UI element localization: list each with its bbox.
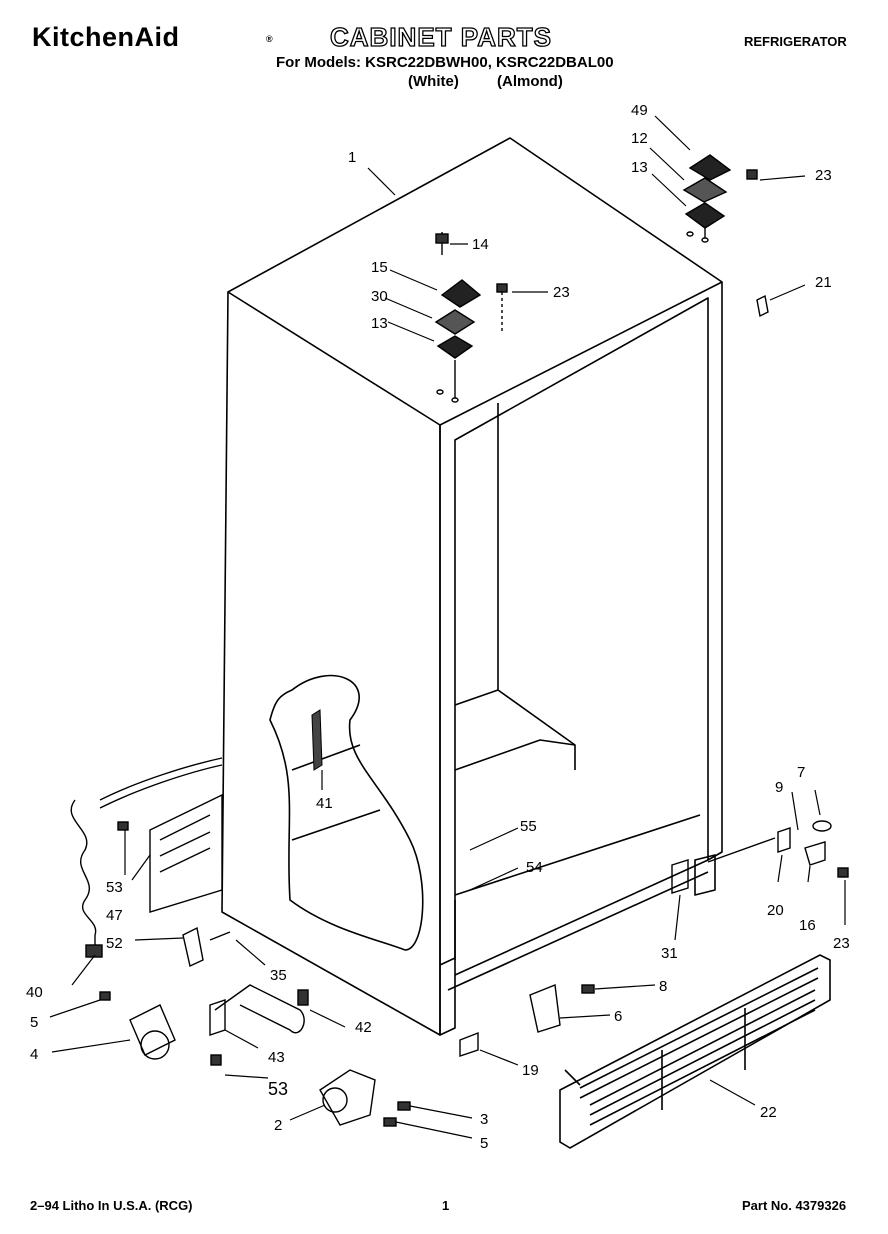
callout-2: 2 xyxy=(274,1117,282,1134)
callout-5-bottom: 5 xyxy=(480,1135,488,1152)
upper-hinge-right xyxy=(682,154,769,318)
callout-19: 19 xyxy=(522,1062,539,1079)
print-info: 2–94 Litho In U.S.A. (RCG) xyxy=(30,1198,193,1213)
callout-53-left: 53 xyxy=(106,879,123,896)
callout-41: 41 xyxy=(316,795,333,812)
callout-53-bottom: 53 xyxy=(268,1079,288,1099)
drain-tube xyxy=(311,709,323,771)
cabinet-interior xyxy=(454,403,499,706)
finish-almond: (Almond) xyxy=(497,73,563,90)
callout-20: 20 xyxy=(767,902,784,919)
callout-35: 35 xyxy=(270,967,287,984)
callout-23-right: 23 xyxy=(815,167,832,184)
callout-14: 14 xyxy=(472,236,489,253)
callout-13-left: 13 xyxy=(371,315,388,332)
brand-logo: KitchenAid xyxy=(32,22,180,52)
callout-22: 22 xyxy=(760,1104,777,1121)
callout-49: 49 xyxy=(631,102,648,119)
callout-13-right: 13 xyxy=(631,159,648,176)
callout-30: 30 xyxy=(371,288,388,305)
callout-8: 8 xyxy=(659,978,667,995)
callout-16: 16 xyxy=(799,917,816,934)
callout-12: 12 xyxy=(631,130,648,147)
upper-hinge-left xyxy=(434,232,508,403)
callout-54: 54 xyxy=(526,859,543,876)
compressor-bracket xyxy=(70,757,231,967)
leader-lines xyxy=(49,115,846,1139)
callout-5-left: 5 xyxy=(30,1014,38,1031)
callout-4: 4 xyxy=(30,1046,38,1063)
part-number: Part No. 4379326 xyxy=(742,1198,847,1213)
callout-23-bottom: 23 xyxy=(833,935,850,952)
toe-grille xyxy=(559,954,831,1149)
category-label: REFRIGERATOR xyxy=(744,34,847,49)
callout-21: 21 xyxy=(815,274,832,291)
callout-40: 40 xyxy=(26,984,43,1001)
page-title: CABINET PARTS xyxy=(329,21,552,52)
cabinet-cutaway xyxy=(269,674,424,951)
callout-1: 1 xyxy=(348,149,356,166)
callout-42: 42 xyxy=(355,1019,372,1036)
callout-9: 9 xyxy=(775,779,783,796)
page-number: 1 xyxy=(442,1198,450,1213)
callout-31: 31 xyxy=(661,945,678,962)
cabinet-front-frame xyxy=(439,282,723,1036)
lower-parts xyxy=(99,820,849,1127)
callout-23-top: 23 xyxy=(553,284,570,301)
callout-6: 6 xyxy=(614,1008,622,1025)
callout-43: 43 xyxy=(268,1049,285,1066)
models-line: For Models: KSRC22DBWH00, KSRC22DBAL00 xyxy=(276,54,614,71)
callout-7: 7 xyxy=(797,764,805,781)
registered-mark: ® xyxy=(266,34,273,44)
callout-55: 55 xyxy=(520,818,537,835)
finish-white: (White) xyxy=(408,73,459,90)
callout-3: 3 xyxy=(480,1111,488,1128)
callout-15: 15 xyxy=(371,259,388,276)
cabinet-top xyxy=(227,137,723,426)
callout-47: 47 xyxy=(106,907,123,924)
callout-52: 52 xyxy=(106,935,123,952)
